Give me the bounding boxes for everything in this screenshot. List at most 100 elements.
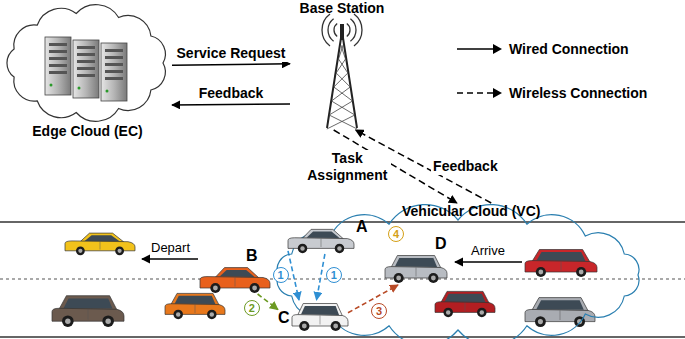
line-part: [235, 278, 236, 287]
circle-part: [213, 286, 218, 291]
circle-part: [115, 246, 124, 255]
polygon-part: [395, 258, 437, 267]
circle-part: [102, 315, 114, 327]
path-part: [288, 238, 354, 249]
vehicle-b: B: [200, 250, 272, 294]
base-station-shape: [290, 0, 394, 130]
server-led: [78, 87, 81, 90]
server-slot: [77, 74, 95, 77]
signal-wave: [334, 24, 337, 37]
car-illustration: [292, 304, 348, 332]
tower-brace: [339, 45, 344, 59]
car-illustration: [525, 298, 595, 327]
server-led: [106, 90, 109, 93]
cloud-outline: [7, 5, 165, 122]
node-label: Edge Cloud (EC): [3, 123, 172, 140]
signal-wave: [328, 19, 334, 41]
circle-part: [65, 318, 70, 323]
server-slot: [105, 70, 123, 73]
vehicle-c: C: [278, 300, 348, 332]
polygon-part: [532, 250, 590, 262]
circle-part: [300, 246, 304, 250]
circle-part: [252, 286, 257, 291]
circle-part: [62, 315, 74, 327]
vehicular-cloud: Vehicular Cloud (VC)ABCD: [140, 203, 685, 337]
circle-part: [299, 321, 309, 331]
circle-part: [118, 249, 122, 253]
circle-part: [428, 273, 438, 283]
circle-part: [207, 310, 217, 320]
polygon-part: [532, 298, 588, 311]
tower-brace: [327, 115, 355, 129]
tower-leg: [327, 38, 341, 128]
car-illustration: [165, 293, 225, 319]
path-part: [65, 241, 135, 251]
server-rack: [73, 40, 99, 98]
circle-part: [333, 324, 338, 329]
vehicle-letter: B: [246, 248, 260, 264]
polygon-part: [537, 252, 586, 261]
server-slot: [105, 49, 123, 52]
legend-arrowhead: [493, 44, 502, 54]
circle-part: [335, 244, 345, 254]
car-illustration: [52, 296, 124, 327]
vehicle-letter: A: [356, 219, 370, 235]
tower-brace: [336, 73, 350, 87]
signal-wave: [322, 14, 330, 46]
legend-row: Wireless Connection: [455, 82, 647, 104]
server-slot: [77, 46, 95, 49]
circle-part: [538, 270, 543, 275]
circle-part: [394, 273, 404, 283]
car-illustration: [525, 250, 597, 278]
circle-part: [210, 312, 214, 316]
legend: Wired ConnectionWireless Connection: [455, 38, 647, 126]
polygon-part: [301, 306, 339, 315]
polygon-part: [391, 256, 441, 268]
tower-brace: [334, 87, 353, 101]
circle-part: [298, 244, 308, 254]
circle-part: [176, 312, 180, 316]
polygon-part: [441, 291, 489, 302]
tower-brace: [332, 87, 351, 101]
server-slot: [49, 64, 67, 67]
path-part: [525, 261, 597, 272]
tower-brace: [329, 101, 352, 115]
wired-connector: [172, 64, 290, 66]
tower-brace: [341, 45, 346, 59]
line-part: [100, 242, 101, 250]
polygon-part: [303, 229, 344, 239]
traffic-cars: [52, 233, 597, 327]
server-slot: [105, 56, 123, 59]
server-slot: [77, 53, 95, 56]
circle-part: [579, 270, 584, 275]
circle-part: [576, 267, 586, 277]
vehicle-d: D: [385, 240, 450, 285]
edge-cloud: Edge Cloud (EC): [3, 5, 172, 142]
server-slot: [105, 63, 123, 66]
circle-part: [173, 310, 183, 320]
circle-part: [76, 246, 85, 255]
edge-label: Task Assignment: [303, 150, 391, 184]
polygon-part: [306, 232, 339, 238]
polygon-part: [175, 296, 216, 304]
circle-part: [105, 318, 110, 323]
edge-label: Service Request: [175, 45, 288, 62]
circle-part: [337, 246, 341, 250]
callout-number: 3: [371, 303, 387, 319]
server-slot: [49, 50, 67, 53]
line-part: [561, 262, 562, 271]
legend-text: Wired Connection: [509, 41, 629, 57]
circle-part: [331, 321, 341, 331]
server-slot: [49, 71, 67, 74]
callout-number: 2: [244, 300, 260, 316]
polygon-part: [445, 294, 486, 302]
circle-part: [480, 310, 484, 314]
server-slot: [77, 67, 95, 70]
circle-part: [431, 276, 436, 281]
circle-part: [210, 283, 220, 293]
server-rack: [45, 37, 71, 95]
base-station: Base Station: [290, 0, 394, 130]
legend-sample: [455, 86, 503, 100]
line-part: [560, 310, 561, 320]
polygon-part: [215, 268, 258, 278]
